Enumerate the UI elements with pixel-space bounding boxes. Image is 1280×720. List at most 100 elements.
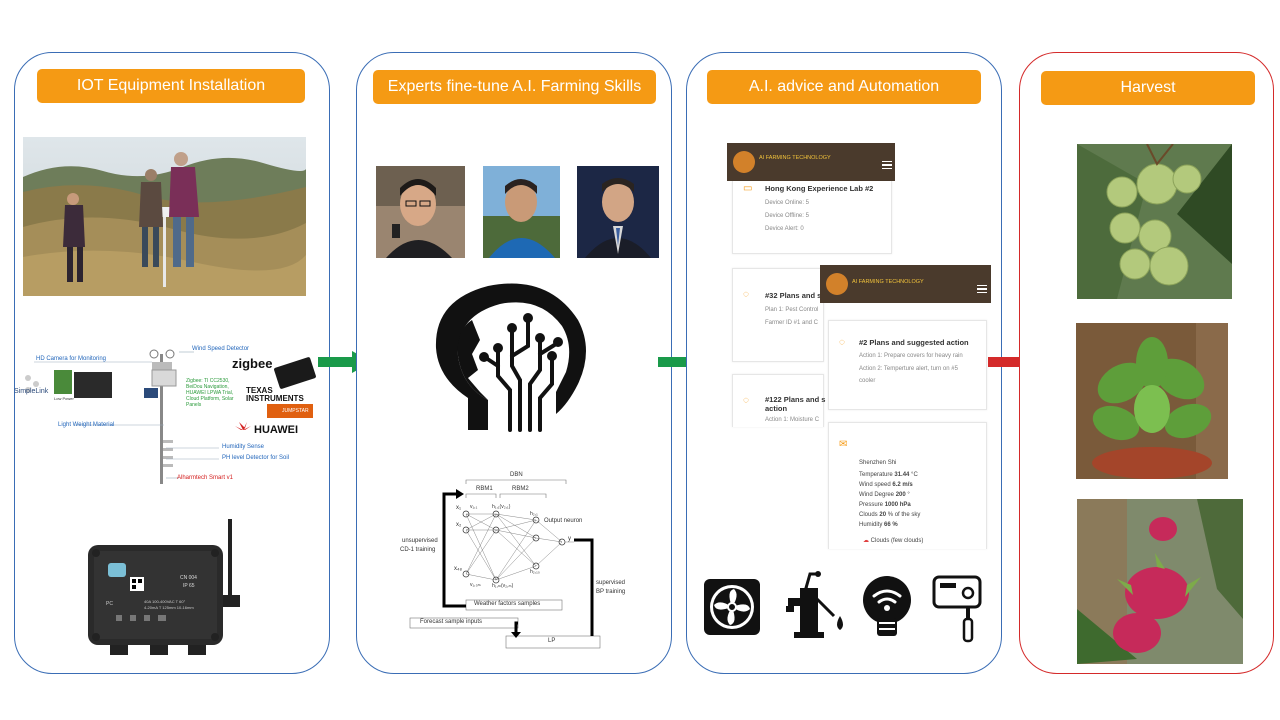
label-wind-speed: Wind Speed Detector: [192, 346, 249, 352]
weather-ws-value: 6.2 m/s: [892, 482, 912, 488]
plan2-card[interactable]: ◌ #2 Plans and suggested action Action 1…: [828, 320, 987, 410]
weather-temp-unit: °C: [911, 472, 918, 478]
iot-device-photo: CN 004 IP 65 40A 100-400VAC T 60° 4-20mA…: [80, 515, 250, 665]
weather-clouds: Clouds 20 % of the sky: [859, 512, 920, 518]
dbn-title: DBN: [510, 472, 523, 478]
card1-line1: Device Online: 5: [765, 200, 809, 206]
chat-icon-2: ◌: [743, 395, 749, 406]
card2-line1: Plan 1: Pest Control: [765, 307, 818, 313]
card2-line2: Farmer ID #1 and C: [765, 320, 818, 326]
weather-h-value: 66 %: [884, 522, 898, 528]
smart-bulb-icon: [860, 574, 914, 642]
dbn-x2: x₂: [456, 522, 461, 528]
label-zigbee-info: Zigbee: TI CC2530, BeiDou Navigation, HU…: [186, 378, 244, 408]
app-logo-icon-2: [826, 273, 848, 295]
label-ph: PH level Detector for Soil: [222, 455, 289, 461]
app-header-1: AI FARMING TECHNOLOGY: [727, 143, 895, 181]
app-logo-icon: [733, 151, 755, 173]
device-spec2: 4-20mA T 125mm 10-16mm: [144, 605, 194, 610]
weather-temp-label: Temperature: [859, 472, 893, 478]
weather-city: Shenzhen Shi: [859, 460, 896, 466]
plan32-card[interactable]: ◌ #32 Plans and sug Plan 1: Pest Control…: [732, 268, 824, 362]
weather-wind-speed: Wind speed 6.2 m/s: [859, 482, 913, 488]
weather-c-value: 20: [879, 512, 886, 518]
stage-harvest-title: Harvest: [1041, 71, 1255, 105]
weather-humidity: Humidity 66 %: [859, 522, 898, 528]
weather-wind-degree: Wind Degree 200 °: [859, 492, 910, 498]
plan122-card[interactable]: ◌ #122 Plans and s action Action 1: Mois…: [732, 374, 824, 427]
device-spec1: 40A 100-400VAC T 60°: [144, 599, 185, 604]
dbn-supervised-l2: BP training: [596, 589, 625, 595]
simplelink-logo: SimpleLink: [14, 388, 48, 395]
dbn-rbm1: RBM1: [476, 486, 493, 492]
label-product: Alharmtech Smart v1: [177, 475, 233, 481]
iot-station-diagram: Wind Speed Detector HD Camera for Monito…: [14, 340, 330, 490]
dbn-v11: v₁,₁: [470, 504, 477, 510]
menu-icon-2[interactable]: [977, 285, 987, 293]
monitor-icon: ▭: [743, 183, 752, 194]
card1-title: Hong Kong Experience Lab #2: [765, 184, 873, 193]
weather-card[interactable]: ✉ Shenzhen Shi Temperature 31.44 °C Wind…: [828, 422, 987, 549]
dbn-weather-samples: Weather factors samples: [474, 601, 540, 607]
huawei-logo: HUAWEI: [254, 424, 298, 436]
dbn-rbm2: RBM2: [512, 486, 529, 492]
weather-c-label: Clouds: [859, 512, 878, 518]
expert-photo-1: [376, 166, 465, 258]
weather-desc: Clouds (few clouds): [871, 538, 924, 544]
device-status-card[interactable]: ▭ Hong Kong Experience Lab #2 Device Onl…: [732, 181, 892, 254]
dbn-h21: h₂,₁: [530, 511, 538, 517]
app-brand-1: AI FARMING TECHNOLOGY: [759, 155, 831, 161]
stage-iot-title: IOT Equipment Installation: [37, 69, 305, 103]
mixer-icon: [930, 573, 986, 645]
weather-wd-unit: °: [907, 492, 909, 498]
stage-experts-title: Experts fine-tune A.I. Farming Skills: [373, 70, 656, 104]
cloud-icon: ☁: [863, 538, 869, 544]
weather-temp: Temperature 31.44 °C: [859, 472, 918, 478]
bok-choy-photo: [1076, 323, 1228, 479]
dbn-unsupervised-l1: unsupervised: [402, 538, 438, 544]
dbn-supervised-l1: supervised: [596, 580, 625, 586]
jumpstar-logo: JUMPSTAR: [282, 408, 309, 414]
weather-temp-value: 31.44: [894, 472, 909, 478]
weather-h-label: Humidity: [859, 522, 882, 528]
weather-wd-label: Wind Degree: [859, 492, 894, 498]
card3-title-l1: #122 Plans and s: [765, 395, 825, 404]
stage-automation-title: A.I. advice and Automation: [707, 70, 981, 104]
ai-brain-logo: [428, 280, 594, 443]
label-humidity: Humidity Sense: [222, 444, 264, 450]
weather-p-label: Pressure: [859, 502, 883, 508]
label-light-material: Light Weight Material: [58, 422, 114, 428]
weather-ws-label: Wind speed: [859, 482, 891, 488]
weather-p-value: 1000 hPa: [885, 502, 911, 508]
zigbee-logo: zigbee: [232, 356, 272, 371]
label-hd-camera: HD Camera for Monitoring: [36, 356, 106, 362]
device-model: CN 004: [180, 575, 197, 581]
menu-icon[interactable]: [882, 161, 892, 169]
dbn-h1m: h₁,ₘ(v₂,ₘ): [492, 583, 513, 589]
dbn-lp: LP: [548, 638, 555, 644]
app-header-2: AI FARMING TECHNOLOGY: [820, 265, 991, 303]
chat-icon: ◌: [743, 289, 749, 300]
installation-photo: [23, 137, 306, 296]
card4-title: #2 Plans and suggested action: [859, 338, 969, 347]
card4-line1: Action 1: Prepare covers for heavy rain: [859, 353, 963, 359]
mail-icon: ✉: [839, 439, 847, 450]
dbn-forecast-inputs: Forecast sample inputs: [420, 619, 482, 625]
device-ip: IP 65: [183, 583, 195, 589]
dbn-x1: x₁: [456, 505, 461, 511]
dbn-output-neuron: Output neuron: [544, 518, 582, 524]
dbn-x48: x₄₈: [454, 566, 462, 572]
fan-icon: [704, 579, 760, 635]
weather-wd-value: 200: [896, 492, 906, 498]
app-brand-2: AI FARMING TECHNOLOGY: [852, 279, 924, 285]
device-pc: PC: [106, 601, 113, 607]
dbn-h11: h₁,₁(v₂,₁): [492, 504, 510, 510]
chat-icon-3: ◌: [839, 337, 845, 348]
dbn-v13m: v₁,₃ₘ: [470, 582, 481, 588]
weather-pressure: Pressure 1000 hPa: [859, 502, 911, 508]
expert-photo-3: [577, 166, 659, 258]
dragon-fruit-photo: [1077, 499, 1243, 664]
lychee-photo: [1077, 144, 1232, 299]
dbn-h210: h₂,₁₀: [530, 569, 540, 575]
